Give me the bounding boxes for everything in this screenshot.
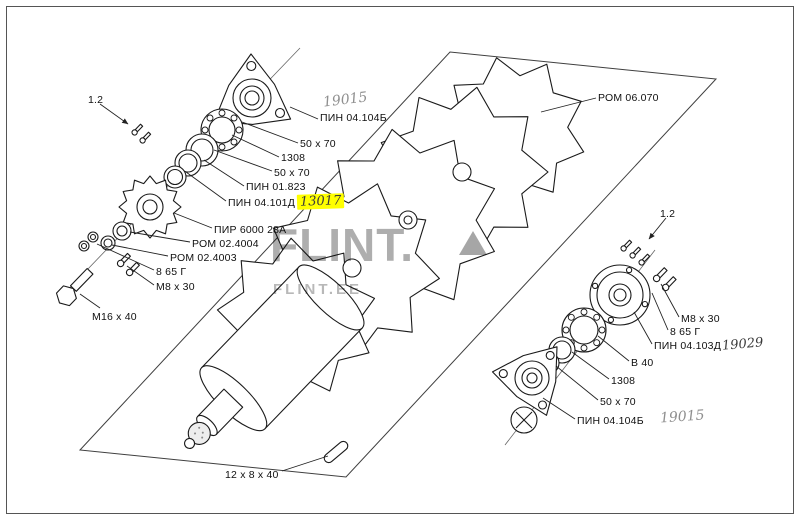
right-flange-details <box>498 350 555 410</box>
label-pin-01823: ПИН 01.823 <box>246 181 306 193</box>
m8-screws-right <box>652 267 677 292</box>
left-washers <box>78 221 132 252</box>
label-rom-024004: РОМ 02.4004 <box>192 238 259 250</box>
right-flange-ring <box>589 264 651 326</box>
watermark-triangle-icon <box>459 231 487 255</box>
label-size-50x70-c: 50 x 70 <box>600 396 636 408</box>
rotor-drum <box>184 264 365 450</box>
label-ring-b40: В 40 <box>631 357 654 369</box>
left-spacer-rings <box>163 133 219 189</box>
label-m8x30-left: М8 x 30 <box>156 281 195 293</box>
ref-screws-left <box>131 123 152 144</box>
label-ref-right: 1.2 <box>660 208 676 220</box>
label-rom-024003: РОМ 02.4003 <box>170 252 237 264</box>
label-washer-865g-left: 8 65 Г <box>156 266 187 278</box>
label-size-50x70-a: 50 x 70 <box>300 138 336 150</box>
label-key-12x8x40: 12 x 8 x 40 <box>225 469 279 481</box>
shaft-key <box>323 440 349 464</box>
right-ball-bearing <box>561 307 607 353</box>
label-pin-04104b-right: ПИН 04.104Б <box>577 415 644 427</box>
m16-bolt <box>55 267 94 307</box>
label-m8x30-right: М8 x 30 <box>681 313 720 325</box>
label-rom-06070: РОМ 06.070 <box>598 92 659 104</box>
label-ref-left: 1.2 <box>88 94 104 106</box>
m8-screws-left <box>116 252 140 277</box>
label-size-50x70-b: 50 x 70 <box>274 167 310 179</box>
label-pin-04101d: ПИН 04.101Д <box>228 197 296 209</box>
label-bearing-1308-b: 1308 <box>611 375 636 387</box>
disc-hubs <box>342 162 472 278</box>
label-bearing-1308-a: 1308 <box>281 152 306 164</box>
annotation-19015-bottom: 19015 <box>659 407 706 427</box>
leader-lines <box>79 97 680 472</box>
label-washer-865g-right: 8 65 Г <box>670 326 701 338</box>
label-pin-04104b-left: ПИН 04.104Б <box>320 112 387 124</box>
ref-screws-right <box>620 239 651 266</box>
sprocket-hub <box>136 193 164 221</box>
label-pin-04103d: ПИН 04.103Д <box>654 340 722 352</box>
annotation-13017-highlighted: 13017 <box>296 193 345 210</box>
label-pir-6000-28a: ПИР 6000 28А <box>214 224 287 236</box>
label-m16x40: М16 x 40 <box>92 311 137 323</box>
isometric-frame <box>78 51 718 478</box>
end-cap-disc <box>510 406 538 434</box>
